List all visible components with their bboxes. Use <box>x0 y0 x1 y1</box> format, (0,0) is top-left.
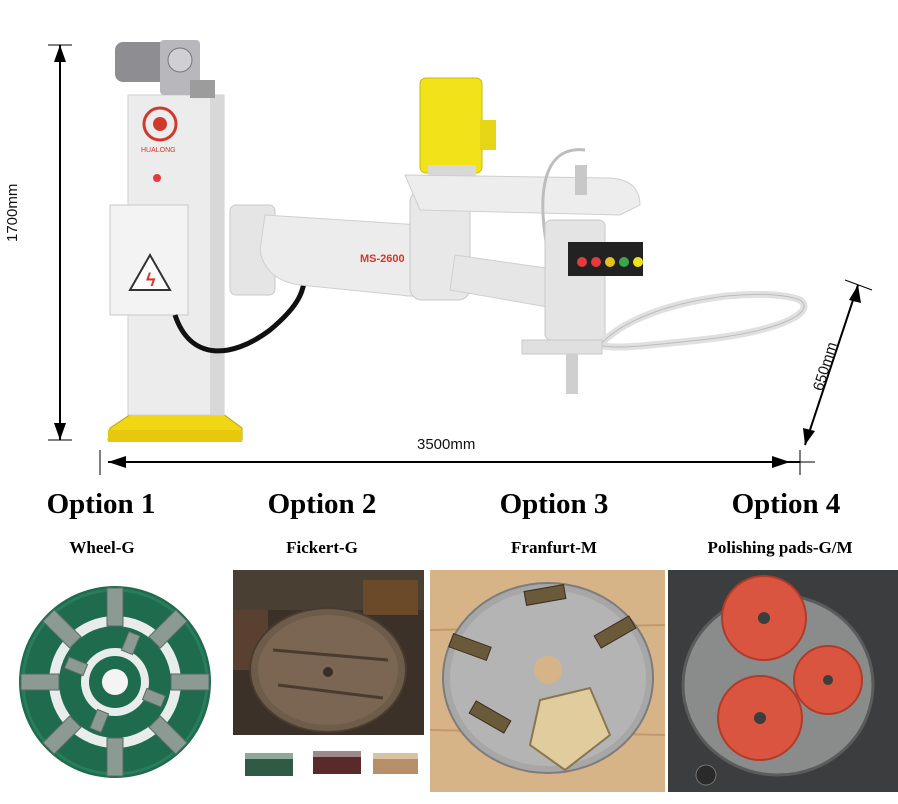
height-label: 1700mm <box>4 183 21 242</box>
option-4-polishing-pads-image <box>668 570 898 792</box>
svg-text:MS-2600: MS-2600 <box>360 253 405 265</box>
option-2-fickert-image <box>233 570 424 792</box>
option-4-title: Option 4 <box>731 488 841 520</box>
option-1-subtitle: Wheel-G <box>69 538 135 557</box>
option-3-frankfurt-image <box>430 570 665 792</box>
machine-illustration: HUALONG ϟ MS-2600 <box>48 40 873 475</box>
option-1-title: Option 1 <box>46 488 156 520</box>
option-1-wheel-image <box>19 586 211 778</box>
yellow-motor <box>419 77 483 174</box>
length-label: 3500mm <box>417 436 476 453</box>
option-2-title: Option 2 <box>267 488 377 520</box>
svg-text:ϟ: ϟ <box>146 270 156 290</box>
depth-dimension-line <box>804 284 859 446</box>
option-3-subtitle: Franfurt-M <box>511 538 597 557</box>
option-2-subtitle: Fickert-G <box>286 538 358 557</box>
option-4-subtitle: Polishing pads-G/M <box>707 538 853 557</box>
option-3-title: Option 3 <box>499 488 609 520</box>
brand-logo-icon <box>142 106 178 142</box>
svg-text:HUALONG: HUALONG <box>141 147 176 154</box>
